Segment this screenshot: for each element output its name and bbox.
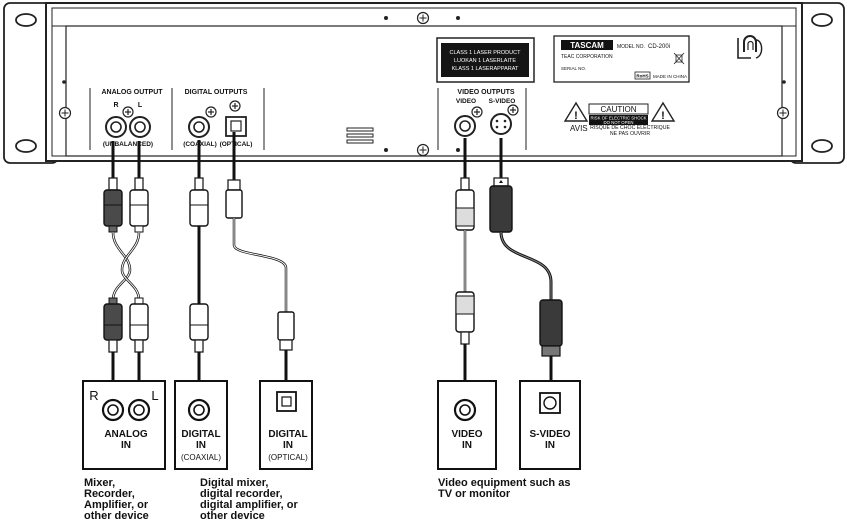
video-jack (454, 115, 476, 137)
optical-label: (OPTICAL) (220, 141, 253, 148)
caption-line: digital recorder, (200, 488, 283, 500)
ground-icon (471, 106, 483, 118)
screw-icon (776, 106, 790, 120)
rear-panel: ANALOG OUTPUT R L (UNBALANCED) DIGITAL O… (3, 2, 845, 164)
laser-line-2: LUOKAN 1 LASERLAITE (454, 58, 516, 64)
video-outputs-label: VIDEO OUTPUTS (457, 89, 515, 96)
ground-icon (229, 100, 241, 112)
serial-label: SERIAL NO. (561, 66, 586, 71)
device-video-in: VIDEO IN (437, 380, 497, 470)
device-svideo-in: S-VIDEO IN (519, 380, 581, 470)
laser-warning-label: CLASS 1 LASER PRODUCT LUOKAN 1 LASERLAIT… (436, 37, 535, 83)
rack-hole-icon (15, 139, 37, 153)
model-prefix: MODEL NO. (617, 44, 645, 50)
screw-icon (416, 143, 430, 157)
warning-triangle-icon (650, 101, 676, 122)
caption-digital: Digital mixer, digital recorder, digital… (200, 477, 299, 522)
caution-title: CAUTION (601, 105, 637, 114)
screw-icon (58, 106, 72, 120)
caption-line: Recorder, (84, 488, 135, 500)
analog-rca-cable (103, 141, 149, 400)
caption-line: TV or monitor (438, 488, 511, 500)
optical-jack (225, 116, 247, 137)
device-video-line2: IN (462, 440, 472, 451)
analog-l-jack (129, 116, 151, 138)
device-coax-sub: (COAXIAL) (181, 453, 221, 462)
rack-hole-icon (811, 13, 833, 27)
svg-text:!: ! (574, 110, 578, 122)
svg-text:!: ! (661, 110, 665, 122)
video-cable (455, 138, 475, 400)
rack-hole-icon (811, 139, 833, 153)
brand-logo: TASCAM (570, 41, 604, 50)
caption-line: digital amplifier, or (200, 499, 299, 511)
caution-label: ! ! CAUTION RISK OF ELECTRIC SHOCK DO NO… (563, 101, 676, 137)
analog-r-label: R (113, 102, 118, 109)
device-analog-in: R L ANALOG IN (82, 380, 166, 470)
device-opt-line2: IN (283, 440, 293, 451)
device-analog-in-label: IN (121, 440, 131, 451)
device-analog-label: ANALOG (104, 429, 148, 440)
laser-line-1: CLASS 1 LASER PRODUCT (450, 50, 522, 56)
model-value: CD-200i (648, 44, 670, 50)
device-digital-optical: DIGITAL IN (OPTICAL) (259, 380, 313, 470)
analog-unbalanced-label: (UNBALANCED) (103, 141, 153, 148)
device-coax-line2: IN (196, 440, 206, 451)
caption-line: other device (84, 510, 149, 522)
svideo-jack (490, 113, 512, 135)
analog-r-jack (105, 116, 127, 138)
analog-output-label: ANALOG OUTPUT (101, 89, 163, 96)
caption-line: Amplifier, or (84, 499, 149, 511)
svideo-cable (489, 138, 563, 400)
rating-label: TASCAM MODEL NO. CD-200i TEAC CORPORATIO… (553, 35, 690, 83)
device-video-line1: VIDEO (451, 429, 482, 440)
avis-line-1: RISQUE DE CHOC ELECTRIQUE (590, 125, 670, 131)
corporation: TEAC CORPORATION (561, 54, 613, 60)
analog-l-label: L (138, 102, 143, 109)
ground-icon (122, 106, 134, 118)
caption-line: Mixer, (84, 477, 115, 489)
rack-hole-icon (15, 13, 37, 27)
caution-line-2: DO NOT OPEN (603, 120, 633, 125)
vent-slots (346, 127, 374, 144)
screw-icon (416, 11, 430, 25)
device-coax-line1: DIGITAL (181, 429, 220, 440)
ground-icon (205, 106, 217, 118)
device-svideo-line1: S-VIDEO (529, 429, 570, 440)
device-svideo-line2: IN (545, 440, 555, 451)
device-r-label: R (89, 388, 98, 403)
caution-line-1: RISK OF ELECTRIC SHOCK (590, 116, 646, 121)
device-l-label: L (151, 388, 158, 403)
svideo-label: S-VIDEO (489, 98, 516, 105)
avis-line-2: NE PAS OUVRIR (610, 131, 651, 137)
optical-cable (225, 132, 295, 392)
warning-triangle-icon (563, 101, 589, 122)
caption-line: Video equipment such as (438, 477, 570, 489)
caption-mixer: Mixer, Recorder, Amplifier, or other dev… (84, 477, 149, 522)
ground-icon (507, 104, 519, 116)
coaxial-cable (189, 140, 209, 400)
avis-label: AVIS (570, 124, 588, 133)
video-label: VIDEO (456, 98, 476, 105)
caption-line: Digital mixer, (200, 477, 268, 489)
coaxial-jack (188, 116, 210, 138)
weee-bin-icon (673, 52, 685, 65)
power-inlet-icon (737, 35, 763, 59)
laser-line-3: KLASS 1 LASERAPPARAT (452, 66, 519, 72)
device-opt-line1: DIGITAL (268, 429, 307, 440)
device-opt-sub: (OPTICAL) (268, 453, 308, 462)
device-digital-coaxial: DIGITAL IN (COAXIAL) (174, 380, 228, 470)
caption-line: other device (200, 510, 265, 522)
caption-video: Video equipment such as TV or monitor (438, 477, 570, 500)
made-in: MADE IN CHINA (653, 74, 687, 79)
rohs-mark: RoHS (636, 74, 648, 79)
digital-outputs-label: DIGITAL OUTPUTS (185, 89, 248, 96)
